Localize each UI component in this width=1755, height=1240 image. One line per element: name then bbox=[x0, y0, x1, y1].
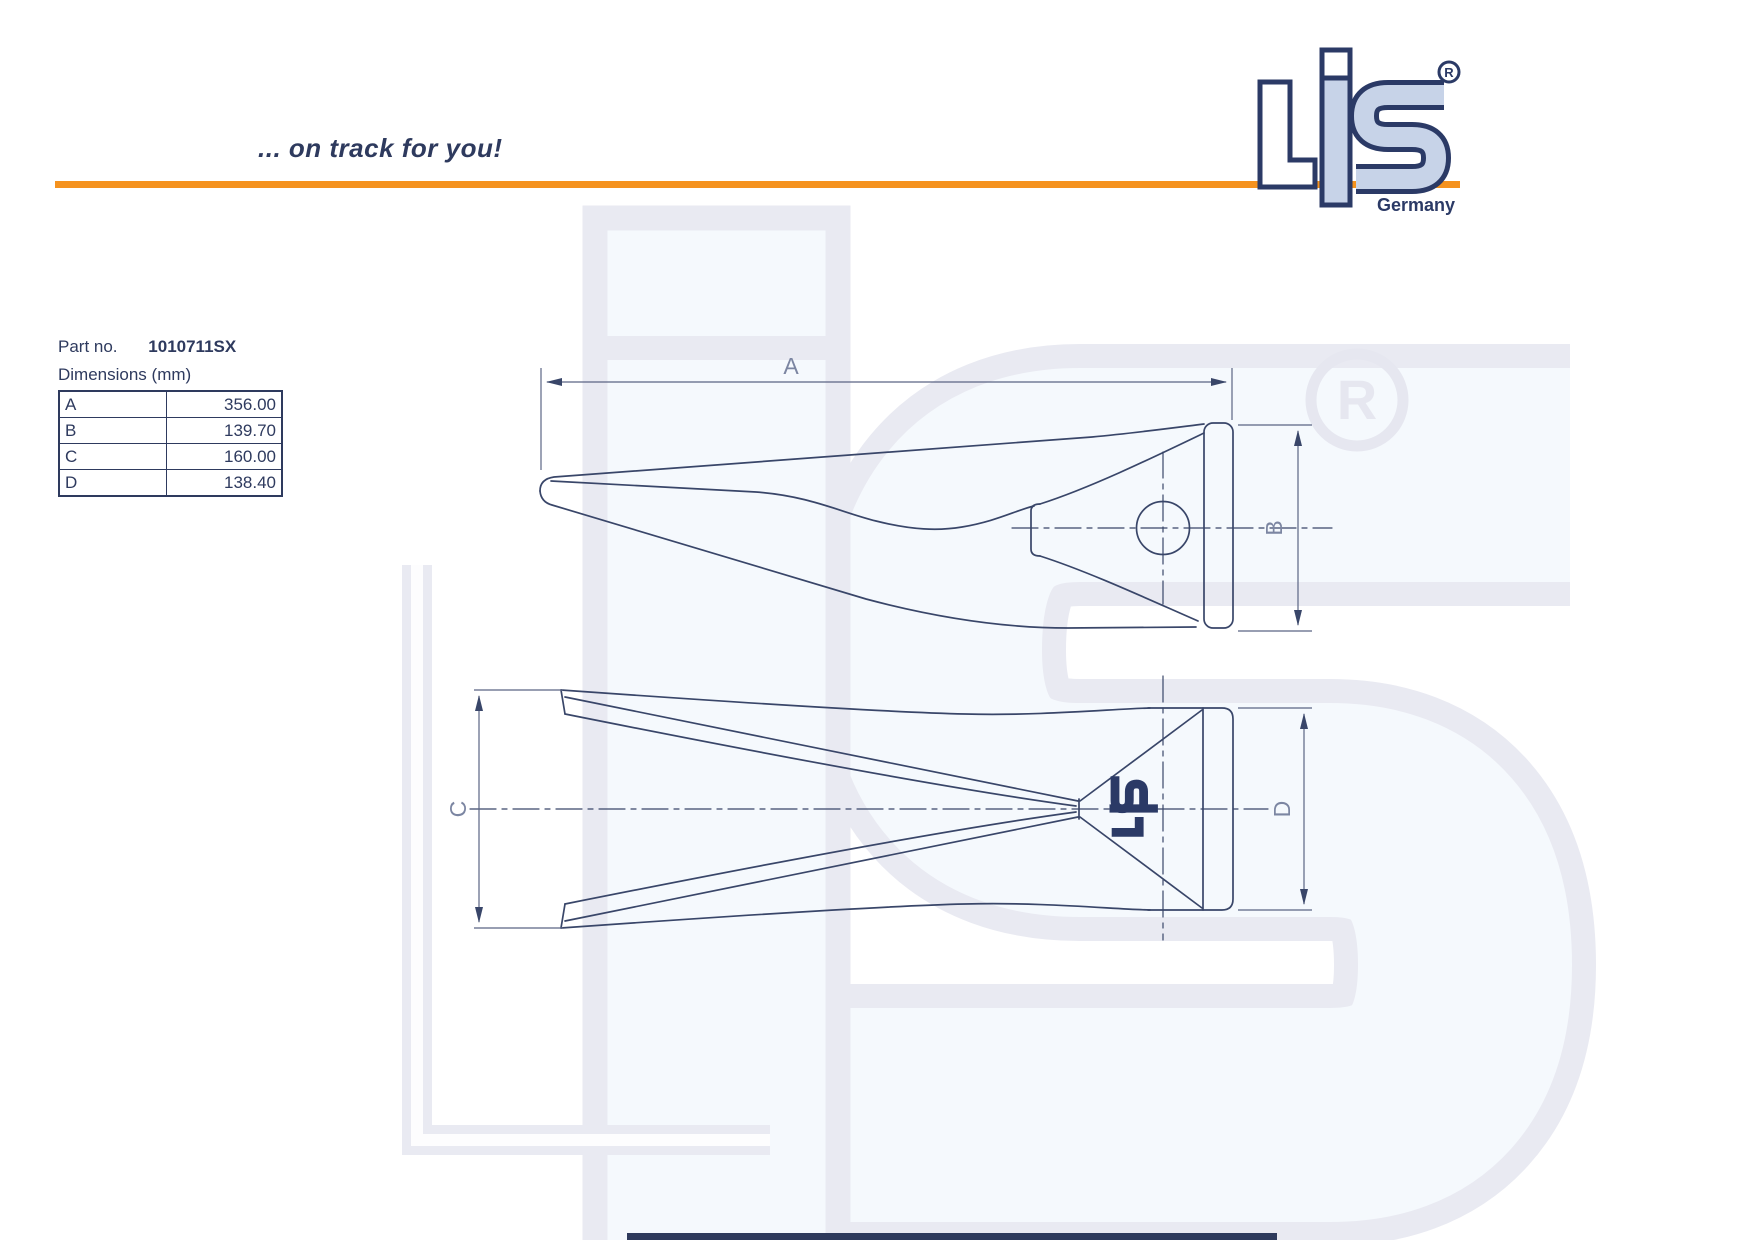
top-view-lower-inner-edge2 bbox=[564, 811, 1077, 905]
logo-country-label: Germany bbox=[1377, 195, 1455, 215]
side-view-socket-front-edge bbox=[1030, 503, 1041, 557]
side-view-socket-upper-edge bbox=[1039, 432, 1205, 505]
side-view-top-face-edge bbox=[550, 480, 1035, 531]
dimensions-table: A 356.00 B 139.70 C 160.00 D 138.40 bbox=[58, 390, 283, 497]
top-view-upper-inner-edge2 bbox=[564, 713, 1077, 807]
svg-text:R: R bbox=[1337, 368, 1377, 431]
lis-logo: R Germany bbox=[1250, 45, 1465, 220]
watermark-i-shape bbox=[582, 205, 851, 1240]
top-view-upper-prong-end bbox=[560, 689, 566, 715]
top-view-upper-outer-edge bbox=[560, 689, 1151, 716]
dim-label-c: C bbox=[445, 801, 471, 818]
side-view bbox=[539, 422, 1333, 629]
dim-row-value: 139.70 bbox=[166, 417, 283, 444]
logo-letter-s bbox=[1348, 80, 1452, 194]
logo-letter-i-dot bbox=[1319, 47, 1353, 81]
top-view-lower-outer-edge bbox=[560, 902, 1151, 929]
side-view-socket-lower-edge bbox=[1039, 555, 1199, 622]
table-row: C 160.00 bbox=[58, 443, 283, 470]
logo-letter-l bbox=[1257, 79, 1318, 190]
table-row: A 356.00 bbox=[58, 390, 283, 418]
top-view-socket-diagonal-upper bbox=[1079, 709, 1203, 802]
side-view-top-silhouette bbox=[539, 423, 1205, 492]
svg-text:R: R bbox=[1444, 65, 1454, 80]
dim-row-label: B bbox=[58, 417, 167, 444]
logo-registered-icon: R bbox=[1437, 60, 1461, 84]
dim-label-b: B bbox=[1261, 520, 1287, 535]
footer-table-edge bbox=[627, 1233, 1277, 1240]
watermark-registered-icon: R bbox=[1305, 348, 1409, 452]
top-view-lower-prong-end bbox=[560, 903, 566, 929]
dim-row-label: D bbox=[58, 469, 167, 497]
dim-row-label: C bbox=[58, 443, 167, 470]
watermark-l-shape bbox=[402, 565, 770, 1155]
part-number-line: Part no. 1010711SX bbox=[58, 336, 283, 364]
dimensioning bbox=[474, 368, 1312, 929]
lis-logo-graphic: R Germany bbox=[1257, 47, 1461, 215]
dim-label-a: A bbox=[783, 353, 799, 379]
dim-row-value: 356.00 bbox=[166, 390, 283, 418]
company-tagline: ... on track for you! bbox=[258, 133, 503, 163]
top-view-upper-inner-edge1 bbox=[564, 696, 1079, 802]
lis-stamp bbox=[1109, 776, 1158, 837]
part-info-block: Part no. 1010711SX Dimensions (mm) A 356… bbox=[58, 336, 283, 497]
table-row: B 139.70 bbox=[58, 417, 283, 444]
watermark-s-shape bbox=[803, 344, 1597, 1240]
logo-letter-i-stem bbox=[1319, 75, 1353, 208]
dim-row-label: A bbox=[58, 390, 167, 418]
side-view-bottom-silhouette bbox=[539, 490, 1197, 629]
side-view-back-plate bbox=[1203, 422, 1234, 629]
header-accent-line bbox=[55, 181, 1460, 188]
dim-label-d: D bbox=[1269, 801, 1295, 818]
top-view-lower-inner-edge1 bbox=[564, 816, 1079, 922]
dim-row-value: 160.00 bbox=[166, 443, 283, 470]
lis-watermark: R bbox=[402, 205, 1597, 1240]
dimensions-title: Dimensions (mm) bbox=[58, 365, 192, 384]
dimension-labels: A B C D bbox=[445, 353, 1295, 817]
dim-row-value: 138.40 bbox=[166, 469, 283, 497]
part-number-value: 1010711SX bbox=[148, 337, 237, 356]
table-row: D 138.40 bbox=[58, 469, 283, 497]
top-view-socket-diagonal-lower bbox=[1079, 816, 1203, 909]
part-number-label: Part no. bbox=[58, 337, 118, 356]
